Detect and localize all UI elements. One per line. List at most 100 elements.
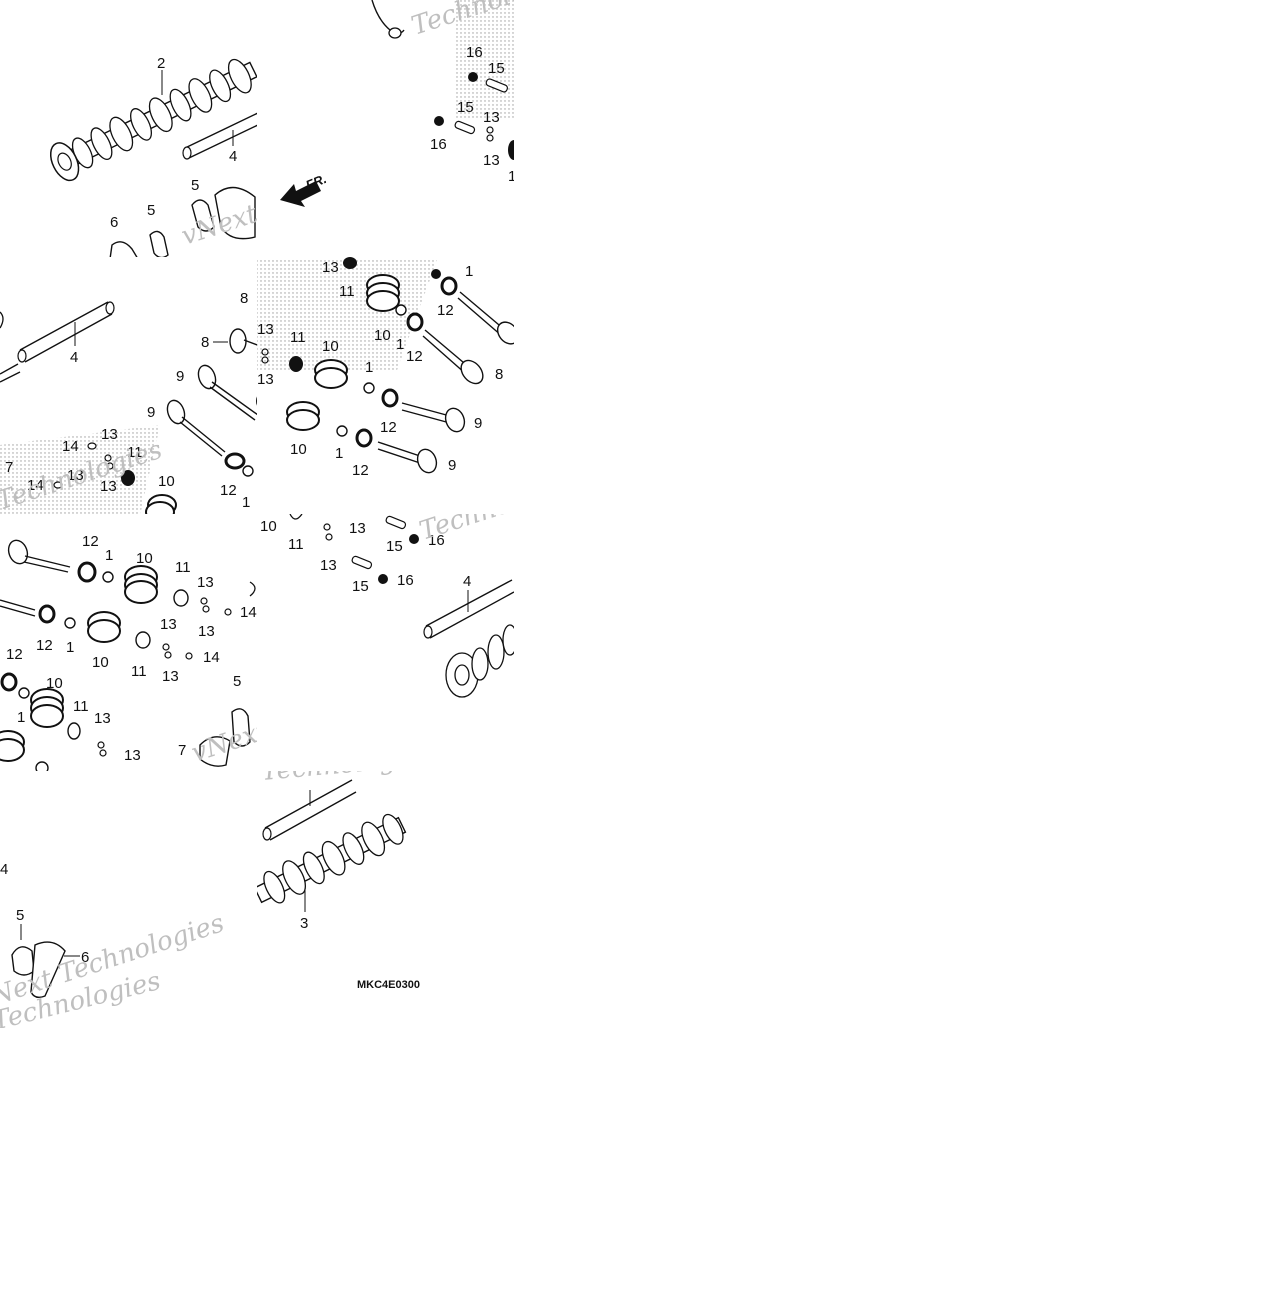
callout-4: 4 xyxy=(229,148,237,165)
callout-9b: 9 xyxy=(147,404,155,421)
callout-13-mr2: 13 xyxy=(257,321,274,338)
callout-1-mr4: 1 xyxy=(335,445,343,462)
callout-16-lr2: 16 xyxy=(397,572,414,589)
callout-13-lr2: 13 xyxy=(320,557,337,574)
tile-middle-right: 10 10 10 13 11 11 13 13 8 1 12 1 12 xyxy=(257,257,514,479)
camshaft-lr xyxy=(445,624,514,698)
reference-code: MKC4E0300 xyxy=(357,979,420,991)
callout-15: 15 xyxy=(488,60,505,77)
callout-13-ll4: 13 xyxy=(162,668,179,685)
callout-13-ll2: 13 xyxy=(198,623,215,640)
callout-13-ml2: 13 xyxy=(67,467,84,484)
callout-12-ll2: 12 xyxy=(36,637,53,654)
callout-13b: 13 xyxy=(483,152,500,169)
callout-13-ll6: 13 xyxy=(124,747,141,764)
callout-14b: 14 xyxy=(27,477,44,494)
callout-6: 6 xyxy=(110,214,118,231)
callout-12-mr: 12 xyxy=(437,302,454,319)
callout-11-mr: 11 xyxy=(339,283,355,300)
callout-1: 1 xyxy=(508,168,516,185)
callout-1-ml2: 1 xyxy=(258,425,266,442)
callout-14-ll: 14 xyxy=(240,604,257,621)
valve-8-mr xyxy=(422,291,514,385)
callout-10: 10 xyxy=(158,473,175,490)
callout-4-bl: 4 xyxy=(0,861,8,878)
rocker-arm-5 xyxy=(109,186,256,257)
callout-2: 2 xyxy=(157,55,165,72)
callout-11-ll2: 11 xyxy=(131,663,147,680)
spring-10 xyxy=(145,494,177,514)
watermark-br: Technologies xyxy=(260,742,434,787)
callout-5: 5 xyxy=(191,177,199,194)
callout-9: 9 xyxy=(176,368,184,385)
callout-16-lr: 16 xyxy=(428,532,445,549)
callout-1-mr3: 1 xyxy=(365,359,373,376)
callout-11-ll3: 11 xyxy=(73,698,89,715)
callout-6-bl: 6 xyxy=(81,949,89,966)
callout-12-mr4: 12 xyxy=(352,462,369,479)
callout-10-mr: 10 xyxy=(374,327,391,344)
callout-9-mr2: 9 xyxy=(448,457,456,474)
callout-9-mr: 9 xyxy=(474,415,482,432)
valve-lower-left xyxy=(0,539,71,617)
callout-15-lr: 15 xyxy=(386,538,403,555)
callout-7: 7 xyxy=(5,459,13,476)
callout-11-lr: 11 xyxy=(288,536,304,553)
front-label: FR. xyxy=(304,171,329,193)
valve-8 xyxy=(229,328,257,354)
camshaft-2 xyxy=(49,58,257,182)
callout-8-mr: 8 xyxy=(495,366,503,383)
callout-1-ml: 1 xyxy=(242,494,250,511)
callout-1-ll3: 1 xyxy=(17,709,25,726)
rocker-shaft-4-br xyxy=(262,779,357,841)
callout-12-ll: 12 xyxy=(82,533,99,550)
callout-8: 8 xyxy=(201,334,209,351)
callout-10-lr: 10 xyxy=(260,518,277,535)
callout-11-mr2: 11 xyxy=(290,329,306,346)
callout-1-ll: 1 xyxy=(105,547,113,564)
callout-16b: 16 xyxy=(430,136,447,153)
callout-13: 13 xyxy=(483,109,500,126)
callout-5-ll: 5 xyxy=(233,673,241,690)
tile-lower-right: 10 11 13 13 15 16 15 16 Techno 4 xyxy=(260,489,515,698)
callout-15b: 15 xyxy=(457,99,474,116)
callout-14: 14 xyxy=(62,438,79,455)
callout-10-mr2: 10 xyxy=(322,338,339,355)
front-arrow-icon: FR. xyxy=(280,171,329,207)
callout-1-ll2: 1 xyxy=(66,639,74,656)
tile-top-right: Technologies FR. 16 15 15 13 16 13 1 xyxy=(280,0,516,207)
callout-13: 13 xyxy=(101,426,118,443)
valve-9 xyxy=(166,364,257,457)
callout-4-ml: 4 xyxy=(70,349,78,366)
callout-13-ll5: 13 xyxy=(94,710,111,727)
callout-4-lr: 4 xyxy=(463,573,471,590)
callout-12-mr3: 12 xyxy=(380,419,397,436)
callout-11-ll: 11 xyxy=(175,559,191,576)
callout-10-ll2: 10 xyxy=(92,654,109,671)
watermark-lr: Techno xyxy=(416,489,515,547)
tile-top-left: 2 4 5 5 6 vNext Technologies xyxy=(49,55,257,257)
callout-3: 3 xyxy=(300,915,308,932)
rocker-shaft-4 xyxy=(182,112,257,160)
watermark-ll: vNext Technologies xyxy=(188,660,443,768)
callout-12: 12 xyxy=(220,482,237,499)
callout-14-ll2: 14 xyxy=(203,649,220,666)
callout-1-mr: 1 xyxy=(465,263,473,280)
valve-9-mr xyxy=(377,402,466,474)
rocker-shaft-4-lr xyxy=(423,579,514,639)
callout-10-ll3: 10 xyxy=(46,675,63,692)
callout-11: 11 xyxy=(127,444,143,461)
callout-13-mr: 13 xyxy=(322,259,339,276)
callout-12-mr2: 12 xyxy=(406,348,423,365)
callout-13-ll3: 13 xyxy=(160,616,177,633)
spring-10-mr xyxy=(286,274,400,431)
callout-10-mr3: 10 xyxy=(290,441,307,458)
tile-lower-left: 12 1 10 10 10 11 11 11 13 13 14 13 xyxy=(0,533,443,771)
spring-10-ll xyxy=(0,565,158,762)
callout-16: 16 xyxy=(466,44,483,61)
callout-8b: 8 xyxy=(240,290,248,307)
callout-10-ll: 10 xyxy=(136,550,153,567)
callout-5b: 5 xyxy=(147,202,155,219)
